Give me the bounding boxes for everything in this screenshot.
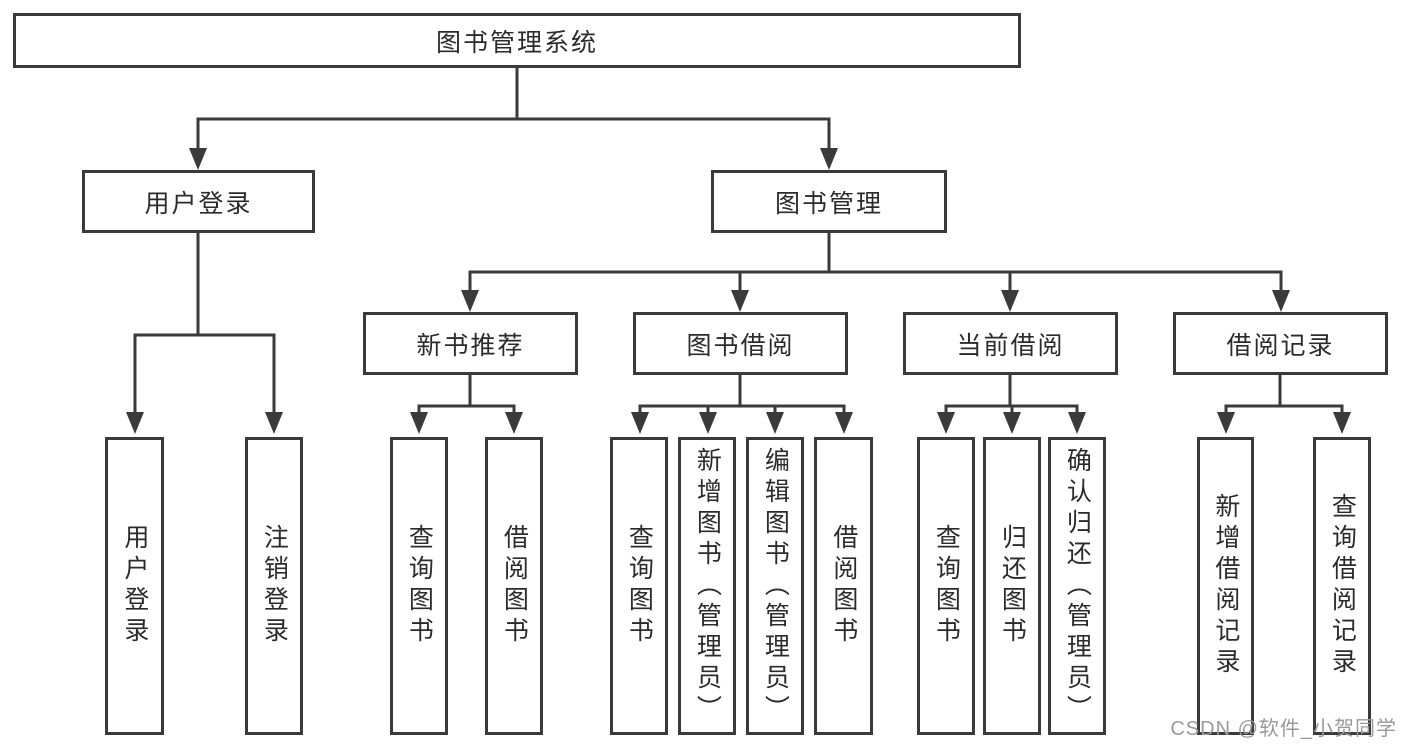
leaf-query-books-recommend: 查询图书 — [390, 437, 448, 735]
arrowhead-icon — [820, 148, 838, 170]
node-borrow-records: 借阅记录 — [1173, 312, 1388, 375]
node-new-book-recommend: 新书推荐 — [363, 312, 578, 375]
leaf-query-books-borrowing: 查询图书 — [610, 437, 668, 735]
leaf-query-books-recommend-label: 查询图书 — [405, 524, 434, 648]
leaf-user-login-label: 用户登录 — [120, 524, 149, 648]
arrowhead-icon — [189, 148, 207, 170]
arrowhead-icon — [731, 290, 749, 312]
arrowhead-icon — [835, 412, 853, 434]
connector-book-borrowing — [638, 375, 846, 414]
node-user-login-label: 用户登录 — [144, 189, 253, 218]
arrowhead-icon — [126, 412, 144, 434]
leaf-edit-book-admin: 编辑图书（管理员） — [746, 437, 804, 735]
leaf-edit-book-admin-label: 编辑图书（管理员） — [761, 446, 790, 726]
connector-borrow-records — [1224, 375, 1344, 414]
node-borrow-records-label: 借阅记录 — [1226, 331, 1335, 360]
connector-current-borrowing — [944, 375, 1079, 414]
watermark: CSDN @软件_小贺同学 — [1170, 718, 1397, 740]
arrowhead-icon — [461, 290, 479, 312]
leaf-add-book-admin: 新增图书（管理员） — [678, 437, 736, 735]
leaf-query-books-current: 查询图书 — [917, 437, 975, 735]
leaf-borrow-books-recommend: 借阅图书 — [485, 437, 543, 735]
arrowhead-icon — [410, 412, 428, 434]
leaf-query-books-current-label: 查询图书 — [932, 524, 961, 648]
leaf-borrow-books-label: 借阅图书 — [829, 524, 858, 648]
leaf-borrow-books: 借阅图书 — [814, 437, 873, 735]
leaf-user-login: 用户登录 — [105, 437, 164, 735]
node-current-borrowing: 当前借阅 — [903, 312, 1118, 375]
node-current-borrowing-label: 当前借阅 — [956, 331, 1065, 360]
leaf-query-books-borrowing-label: 查询图书 — [625, 524, 654, 648]
connector-user-login — [133, 233, 276, 413]
arrowhead-icon — [631, 412, 649, 434]
leaf-logout: 注销登录 — [245, 437, 303, 735]
leaf-query-borrow-record-label: 查询借阅记录 — [1328, 493, 1357, 679]
arrowhead-icon — [1333, 412, 1351, 434]
leaf-borrow-books-recommend-label: 借阅图书 — [500, 524, 529, 648]
arrowhead-icon — [1272, 290, 1290, 312]
node-new-book-recommend-label: 新书推荐 — [416, 331, 525, 360]
node-book-borrowing-label: 图书借阅 — [686, 331, 795, 360]
leaf-confirm-return-admin: 确认归还（管理员） — [1048, 437, 1106, 735]
arrowhead-icon — [505, 412, 523, 434]
leaf-return-books: 归还图书 — [983, 437, 1041, 735]
arrowhead-icon — [699, 412, 717, 434]
node-book-management: 图书管理 — [711, 170, 947, 233]
leaf-add-borrow-record-label: 新增借阅记录 — [1211, 493, 1240, 679]
leaf-return-books-label: 归还图书 — [998, 524, 1027, 648]
arrowhead-icon — [1003, 412, 1021, 434]
arrowhead-icon — [1001, 290, 1019, 312]
connector-book-management — [468, 233, 1283, 292]
leaf-add-borrow-record: 新增借阅记录 — [1197, 437, 1254, 735]
arrowhead-icon — [265, 412, 283, 434]
node-root-label: 图书管理系统 — [435, 28, 598, 57]
connector-root — [196, 68, 831, 148]
node-root: 图书管理系统 — [13, 13, 1021, 68]
arrowhead-icon — [1068, 412, 1086, 434]
leaf-add-book-admin-label: 新增图书（管理员） — [693, 446, 722, 726]
arrowhead-icon — [766, 412, 784, 434]
leaf-query-borrow-record: 查询借阅记录 — [1313, 437, 1371, 735]
node-user-login: 用户登录 — [82, 170, 315, 233]
connector-new-book-recommend — [417, 375, 516, 414]
node-book-borrowing: 图书借阅 — [633, 312, 848, 375]
node-book-management-label: 图书管理 — [774, 189, 883, 218]
leaf-confirm-return-admin-label: 确认归还（管理员） — [1063, 446, 1092, 726]
leaf-logout-label: 注销登录 — [260, 524, 289, 648]
arrowhead-icon — [1217, 412, 1235, 434]
arrowhead-icon — [937, 412, 955, 434]
